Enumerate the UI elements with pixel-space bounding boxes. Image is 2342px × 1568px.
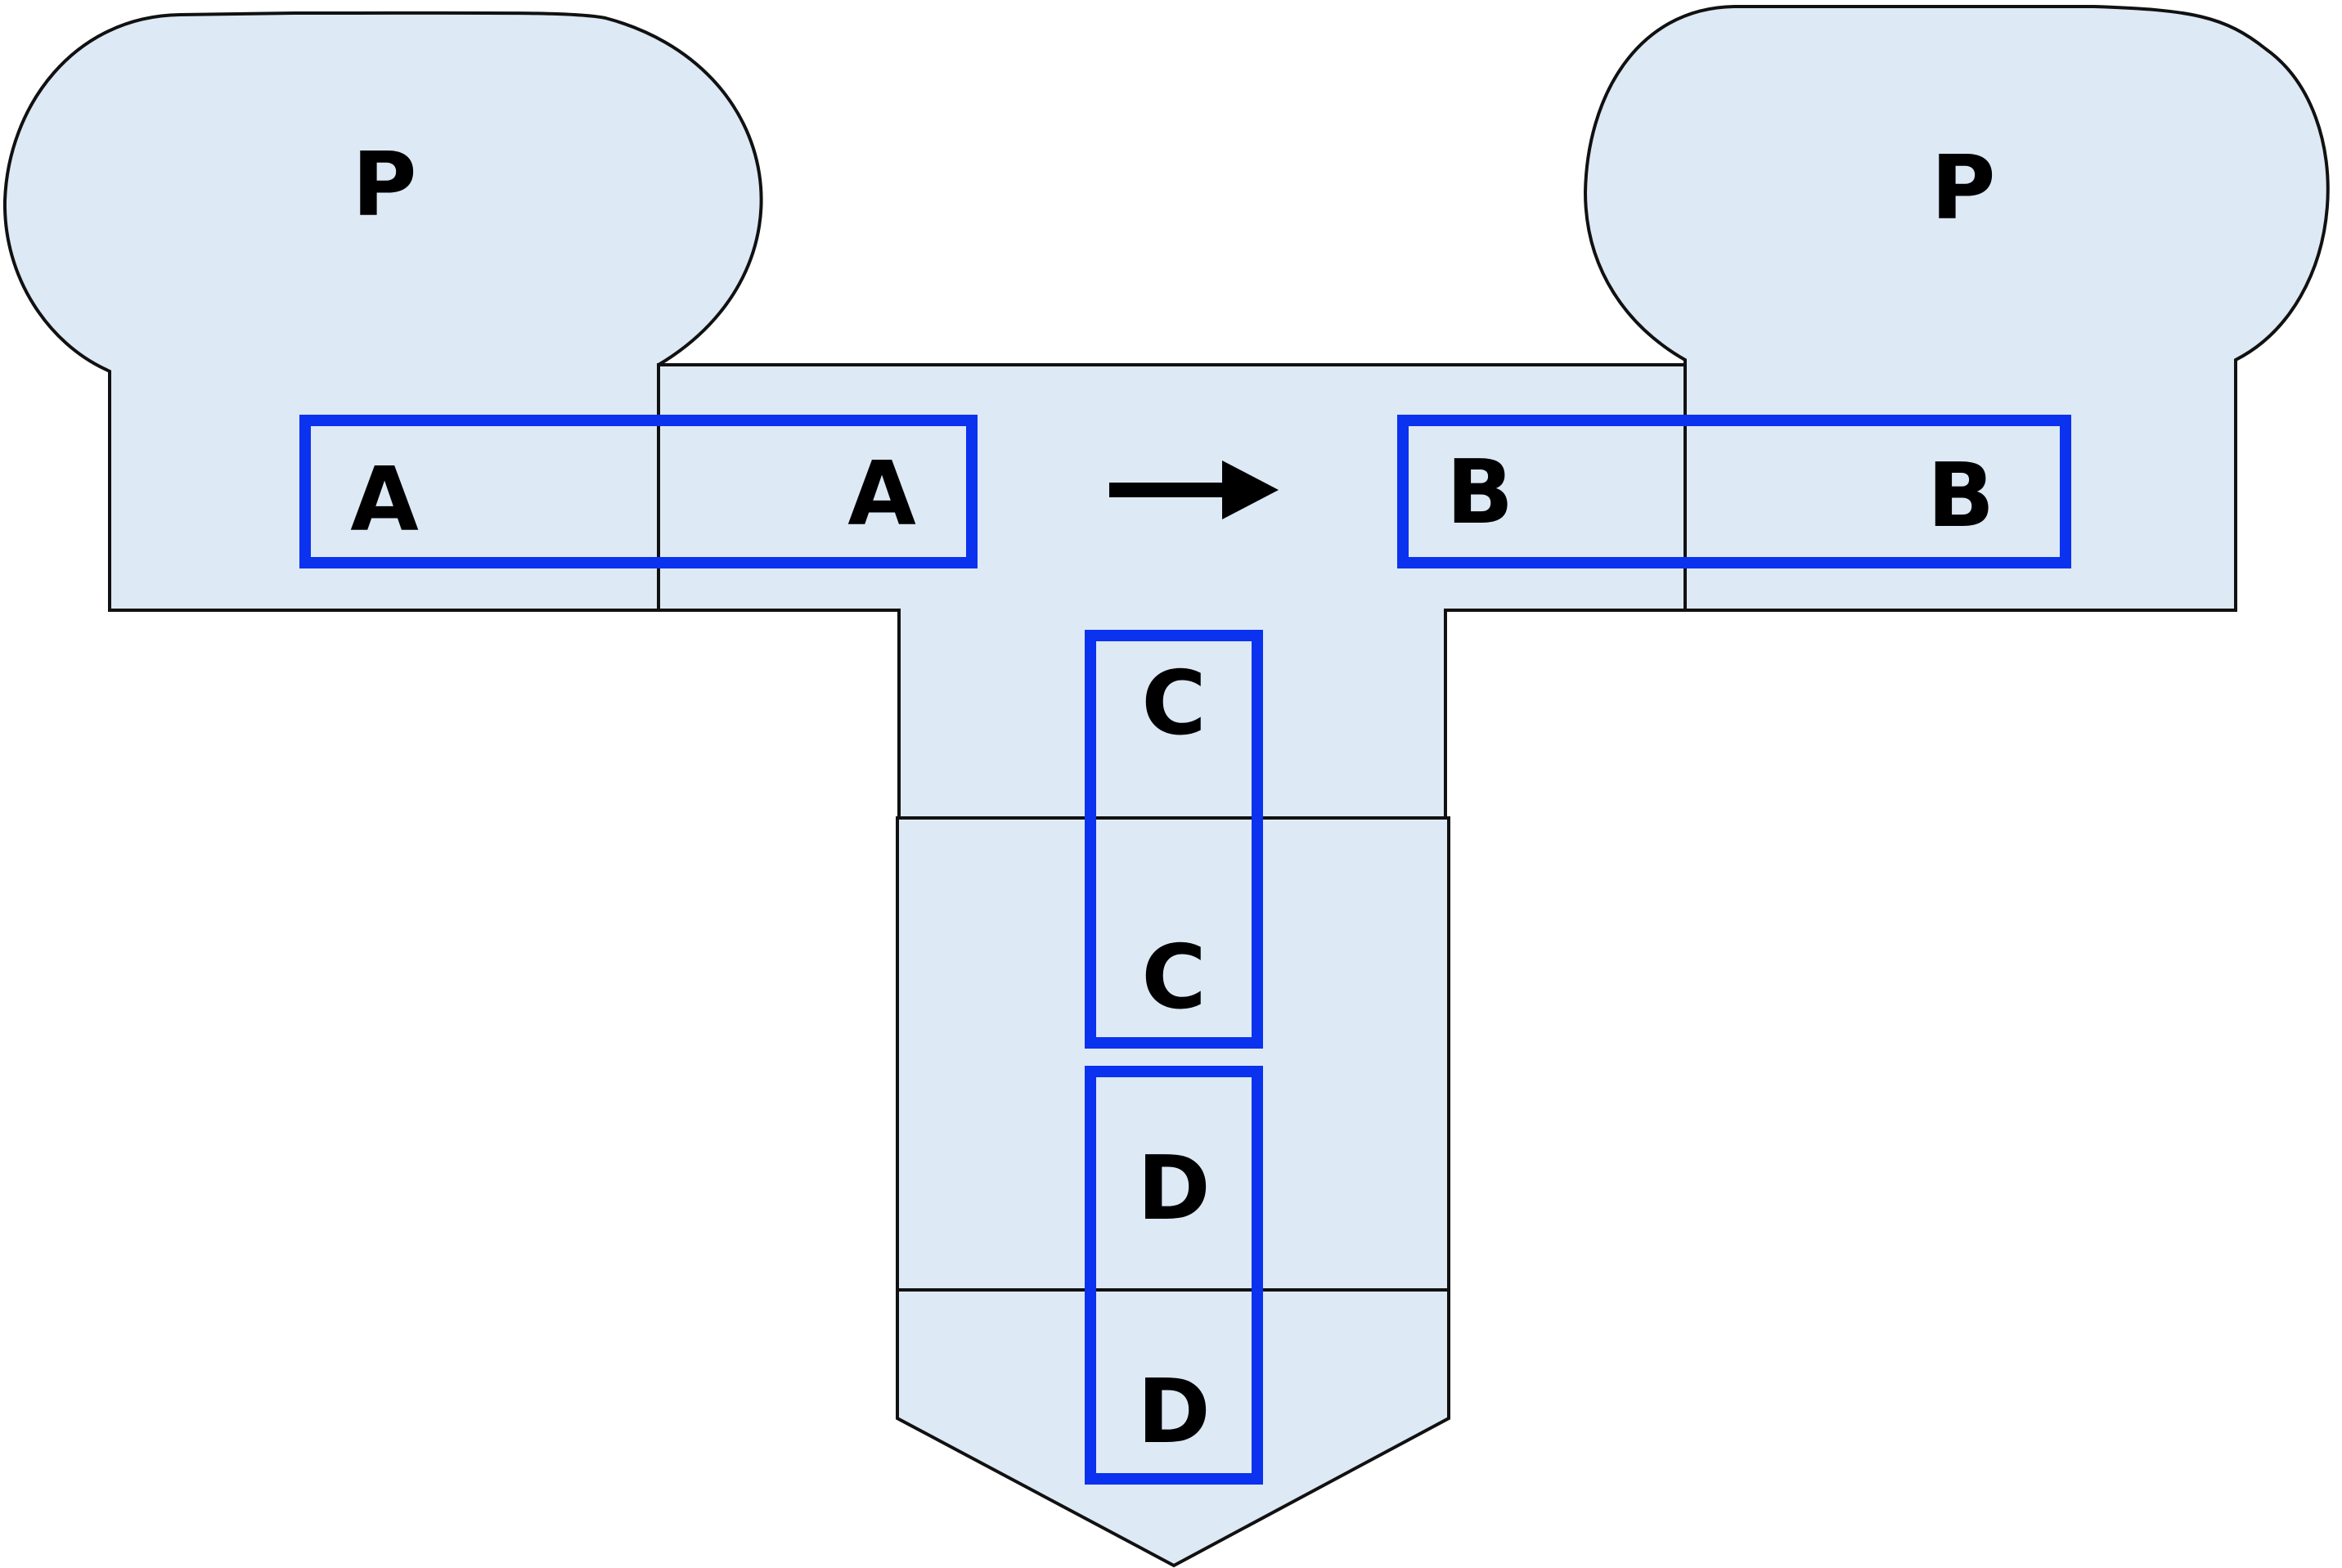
left-p-piece <box>2 11 763 612</box>
label-left-p: P <box>352 134 416 236</box>
label-right-edge-outer: B <box>1927 445 1994 547</box>
label-upper-stem-top: C <box>1141 653 1206 755</box>
label-right-edge-inner: B <box>1446 442 1513 544</box>
match-box-a <box>299 415 978 568</box>
label-right-p: P <box>1931 137 1995 240</box>
label-left-edge-outer: A <box>350 449 419 551</box>
label-left-edge-inner: A <box>847 443 916 546</box>
label-lower-stem-bottom: D <box>1137 1361 1211 1463</box>
right-arrow-icon <box>1109 461 1279 519</box>
match-box-c <box>1085 630 1263 1049</box>
label-upper-stem-bottom: C <box>1141 927 1206 1029</box>
match-box-d <box>1085 1066 1263 1485</box>
match-box-b <box>1397 415 2071 568</box>
right-p-piece <box>1583 5 2330 612</box>
label-lower-stem-top: D <box>1137 1138 1211 1240</box>
